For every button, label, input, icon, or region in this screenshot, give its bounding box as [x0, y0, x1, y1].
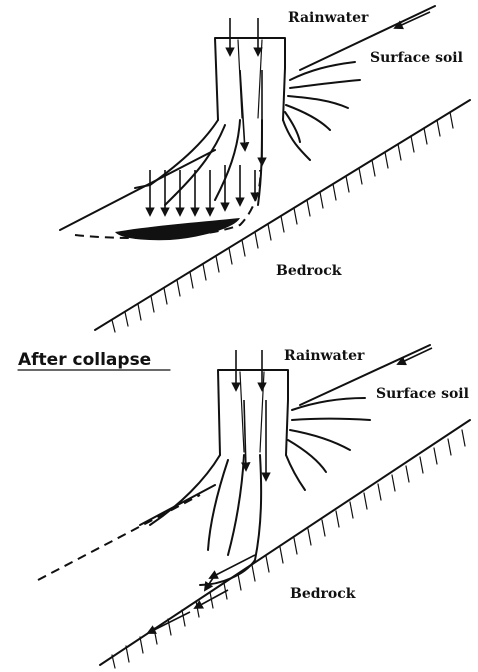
- bottom-panel: After collapse: [18, 345, 470, 668]
- bottom-tree-stump: [218, 370, 288, 455]
- bottom-bedrock-label: Bedrock: [290, 586, 356, 602]
- top-surface-soil-label: Surface soil: [370, 50, 463, 66]
- bottom-rainwater-arrows: [236, 348, 432, 480]
- top-rainwater-label: Rainwater: [288, 10, 369, 26]
- bottom-bedrock-line: [100, 420, 470, 665]
- bottom-surface-soil-label: Surface soil: [376, 386, 469, 402]
- top-roots: [135, 120, 310, 205]
- top-infiltration-arrows: [150, 165, 255, 215]
- top-panel: Rainwater Surface soil Bedrock: [60, 6, 470, 332]
- top-surface-soil-line: [60, 6, 435, 230]
- top-bedrock-label: Bedrock: [276, 263, 342, 279]
- bottom-original-surface: [38, 495, 200, 580]
- bottom-bedrock-hatching: [112, 430, 465, 668]
- bottom-right-roots: [288, 398, 370, 472]
- top-saturated-zone: [115, 218, 240, 240]
- bottom-bedrock-flow-arrows: [148, 555, 255, 633]
- top-bedrock-hatching: [112, 112, 453, 332]
- top-tree-stump: [215, 38, 285, 120]
- top-right-roots: [285, 62, 360, 142]
- bottom-rainwater-label: Rainwater: [284, 348, 365, 364]
- bottom-roots: [150, 455, 305, 585]
- bottom-panel-title: After collapse: [18, 350, 151, 370]
